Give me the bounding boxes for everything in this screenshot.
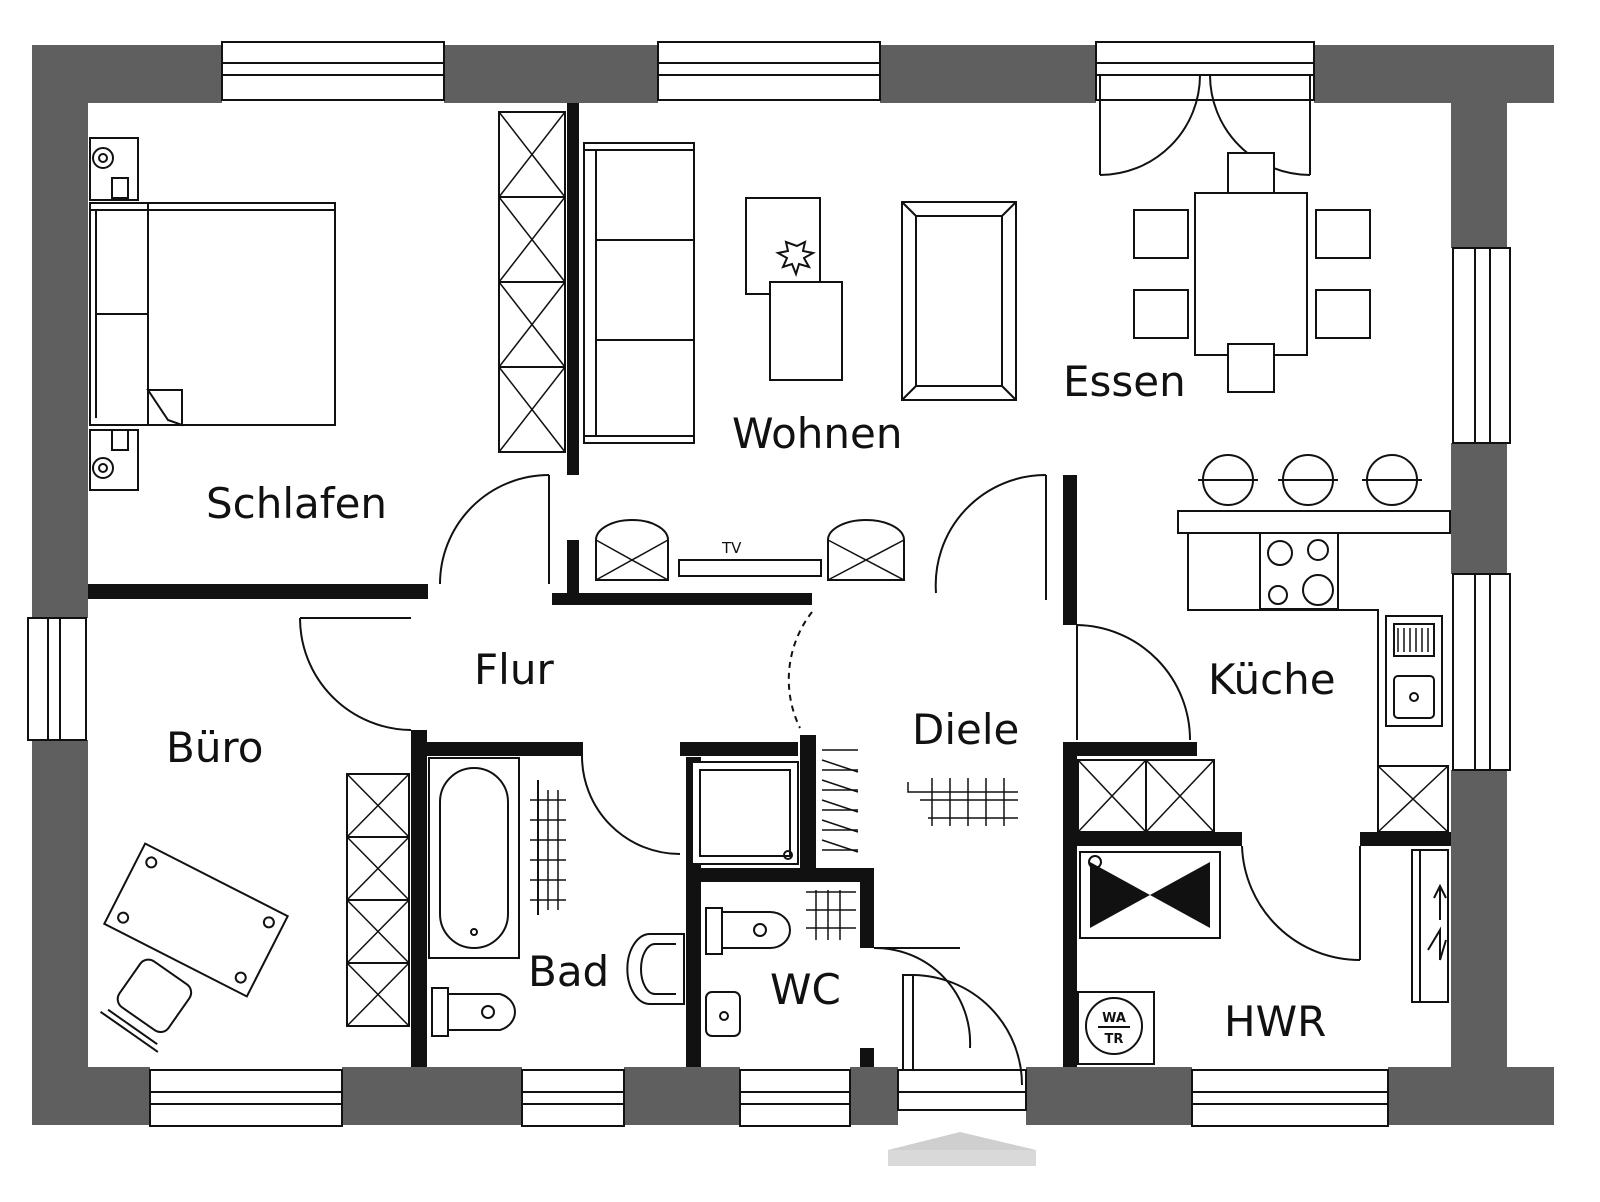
room-label-flur: Flur — [474, 645, 554, 694]
shower — [691, 761, 799, 865]
utility-fixtures: WA TR — [1077, 759, 1449, 1065]
windows — [27, 41, 1511, 1127]
side-table-plant — [745, 197, 821, 295]
chair — [1227, 152, 1275, 194]
speaker-left — [595, 519, 669, 581]
washer-label: WA — [1102, 1011, 1126, 1026]
washer-dryer: WA TR — [1077, 991, 1155, 1065]
room-label-schlafen: Schlafen — [206, 479, 387, 528]
window-essen-right — [1452, 247, 1511, 444]
tv-unit: TV — [678, 539, 822, 577]
door-hwr — [1241, 845, 1361, 961]
room-label-buero: Büro — [166, 723, 263, 772]
dining-furniture — [1133, 152, 1371, 393]
dining-table — [1194, 192, 1308, 356]
nightstand-bottom — [89, 429, 139, 491]
stair-arrow — [1411, 849, 1449, 1003]
room-label-wc: WC — [770, 965, 841, 1014]
room-label-wohnen: Wohnen — [732, 409, 902, 458]
door-entrance — [902, 974, 1023, 1086]
window-wohnen — [657, 41, 881, 101]
bedroom-furniture — [89, 111, 566, 491]
window-buero-left — [27, 617, 87, 741]
sofa-left — [583, 142, 695, 444]
storage-cabinet — [1077, 759, 1215, 833]
wc-toilet — [705, 907, 791, 955]
chair — [1227, 343, 1275, 393]
door-buero — [299, 617, 412, 731]
sink — [1385, 615, 1443, 727]
heat-pump — [1079, 851, 1221, 939]
doors — [299, 74, 1361, 1086]
door-wohnen — [934, 473, 1047, 600]
office-chair — [99, 958, 193, 1053]
living-furniture: TV — [583, 142, 1017, 581]
chair — [1133, 289, 1189, 339]
room-label-kueche: Küche — [1208, 655, 1336, 704]
window-schlafen — [221, 41, 445, 101]
door-schlafen — [439, 474, 550, 585]
hall-radiator — [907, 778, 1018, 826]
window-kueche — [1452, 573, 1511, 771]
window-buero-bottom — [149, 1069, 343, 1127]
wc-sink — [705, 991, 741, 1037]
bath-toilet — [431, 987, 516, 1037]
bathtub — [428, 757, 520, 959]
entrance-threshold — [897, 1069, 1027, 1111]
window-bad — [521, 1069, 625, 1127]
speaker-right — [827, 519, 905, 581]
chair — [1315, 209, 1371, 259]
desk — [102, 842, 290, 998]
towel-heater — [530, 780, 566, 915]
room-label-bad: Bad — [528, 947, 609, 996]
wc-fixtures — [705, 890, 856, 1037]
wardrobe-schlafen — [498, 111, 566, 453]
door-kueche — [1076, 624, 1191, 741]
room-label-hwr: HWR — [1224, 997, 1326, 1046]
room-label-diele: Diele — [912, 705, 1019, 754]
door-essen-terrace — [1099, 74, 1311, 176]
window-hwr — [1191, 1069, 1389, 1127]
coffee-table — [769, 281, 843, 381]
hall-fixtures — [821, 749, 1018, 853]
chair — [1315, 289, 1371, 339]
wardrobe-buero — [346, 773, 410, 1027]
chair — [1133, 209, 1189, 259]
tv-label: TV — [721, 539, 742, 557]
room-labels: Schlafen Wohnen Essen Flur Küche Diele B… — [166, 357, 1336, 1046]
cooktop — [1259, 532, 1339, 610]
bar-stools — [1198, 454, 1422, 506]
room-label-essen: Essen — [1063, 357, 1186, 406]
door-diele-dashed — [787, 611, 813, 729]
office-furniture — [99, 773, 410, 1053]
window-gaps — [28, 42, 1510, 1128]
door-wc — [873, 946, 972, 1049]
entrance-marker — [888, 1132, 1036, 1166]
fridge — [1377, 765, 1449, 833]
wc-radiator — [806, 890, 856, 940]
bath-sink — [626, 933, 685, 1005]
dryer-label: TR — [1105, 1032, 1124, 1047]
kitchen-bar — [1177, 510, 1451, 534]
coat-rack — [821, 749, 859, 853]
door-bad — [581, 742, 681, 855]
window-wc — [739, 1069, 851, 1127]
armchair-sofa — [901, 201, 1017, 401]
bed — [89, 202, 336, 427]
window-essen-door — [1095, 41, 1315, 101]
kitchen-furniture — [1177, 454, 1451, 833]
bathroom-fixtures — [428, 757, 685, 1037]
nightstand-top — [89, 137, 139, 201]
